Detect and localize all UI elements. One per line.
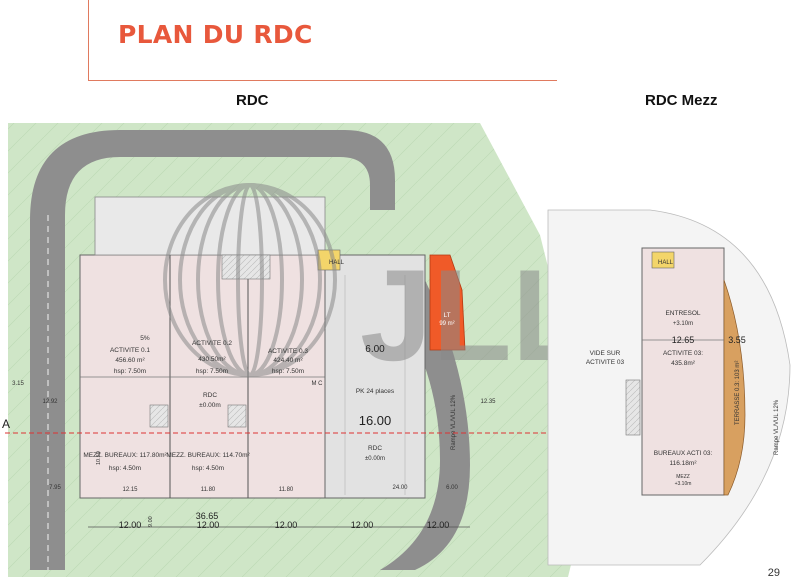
lt-area: 99 m²	[439, 321, 454, 327]
building-mezz	[547, 209, 791, 566]
terrasse-label: TERRASSE 0.3: 103 m²	[735, 361, 741, 425]
dim-bottom-2: 12.00	[197, 520, 220, 530]
page-title: PLAN DU RDC	[118, 20, 313, 49]
parking-rdc: RDC	[368, 445, 382, 452]
mezz-ramp-label: Rampe VL/VUL 12%	[774, 399, 780, 455]
activity-1-area: 456.60 m²	[115, 357, 145, 364]
mezz-hall: HALL	[658, 260, 674, 266]
mezz-1-label: MEZZ. BUREAUX: 117.80m²	[83, 452, 167, 459]
mezz-activite-label: ACTIVITE 03:	[663, 350, 703, 357]
dim-12-15: 12.15	[122, 487, 138, 493]
activity-2-hsp: hsp: 7.50m	[196, 368, 228, 375]
rdc-level-label: RDC	[203, 392, 217, 399]
dim-12-65: 12.65	[672, 335, 695, 345]
vide-line1: VIDE SUR	[590, 350, 621, 357]
rdc-ramp-label: Rampe VL/VUL 12%	[451, 394, 457, 450]
mezz-2-hsp: hsp: 4.50m	[192, 465, 224, 472]
dim-36-65: 36.65	[196, 511, 219, 521]
entresol-label: ENTRESOL	[665, 310, 700, 317]
mezz-plan-label: RDC Mezz	[645, 92, 718, 109]
mezz-1-hsp: hsp: 4.50m	[109, 465, 141, 472]
dim-bottom-1: 12.00	[119, 520, 142, 530]
mezz-small-2: +3.10m	[675, 481, 692, 487]
parking-width-top: 6.00	[365, 344, 385, 355]
dim-3-15: 3.15	[12, 381, 24, 387]
dim-11-80-b: 11.80	[279, 487, 294, 493]
dim-bottom-3: 12.00	[275, 520, 298, 530]
dim-6-00-b: 6.00	[446, 485, 458, 491]
activity-3-name: ACTIVITE 0.3	[268, 348, 308, 355]
page-number: 29	[767, 567, 780, 579]
header-frame	[88, 0, 557, 81]
lt-label: LT	[443, 312, 450, 319]
vide-line2: ACTIVITE 03	[586, 359, 625, 366]
dim-10-50: 10.50	[96, 451, 102, 465]
activity-2-name: ACTIVITE 0.2	[192, 340, 232, 347]
section-label-left: A	[2, 417, 10, 431]
activity-1-name: ACTIVITE 0.1	[110, 347, 150, 354]
activity-1-hsp: hsp: 7.50m	[114, 368, 146, 375]
jll-logo	[163, 183, 337, 377]
dim-bottom-4: 12.00	[351, 520, 374, 530]
dim-24-00: 24.00	[392, 485, 408, 491]
rdc-hall: HALL	[329, 260, 345, 266]
mezz-small-1: MEZZ	[676, 474, 690, 480]
parking-rdc-value: ±0.00m	[365, 456, 385, 462]
rdc-level-value: ±0.00m	[199, 402, 221, 409]
bureaux-label: BUREAUX ACTI 03:	[654, 450, 713, 457]
building-rdc	[79, 196, 466, 499]
activity-3-hsp: hsp: 7.50m	[272, 368, 304, 375]
bureaux-area: 116.18m²	[670, 460, 698, 467]
parking-width: 16.00	[359, 413, 392, 428]
rdc-plan-label: RDC	[236, 92, 269, 109]
dim-9-00: 9.00	[148, 516, 154, 527]
road	[30, 130, 470, 570]
activity-3-area: 424.40 m²	[273, 357, 303, 364]
mc-label: M C	[312, 381, 324, 387]
mezz-activite-area: 435.8m²	[671, 360, 696, 367]
activity-1-pct: 5%	[140, 335, 150, 342]
parking-label: PK 24 places	[356, 388, 395, 395]
floor-plan-drawing: JLL ® 5% ACTIVITE 0.1 456.60 m² hsp: 7.5…	[2, 123, 791, 577]
activity-2-area: 430.50m²	[198, 356, 226, 363]
dim-bottom-5: 12.00	[427, 520, 450, 530]
mezz-2-label: MEZZ. BUREAUX: 114.70m²	[166, 452, 250, 459]
dim-12-92: 12.92	[42, 399, 58, 405]
dim-11-80-a: 11.80	[201, 487, 216, 493]
dim-3-55: 3.55	[728, 335, 746, 345]
dim-7-95: 7.95	[49, 485, 61, 491]
entresol-value: +3.10m	[673, 321, 693, 327]
dim-12-35: 12.35	[480, 399, 496, 405]
